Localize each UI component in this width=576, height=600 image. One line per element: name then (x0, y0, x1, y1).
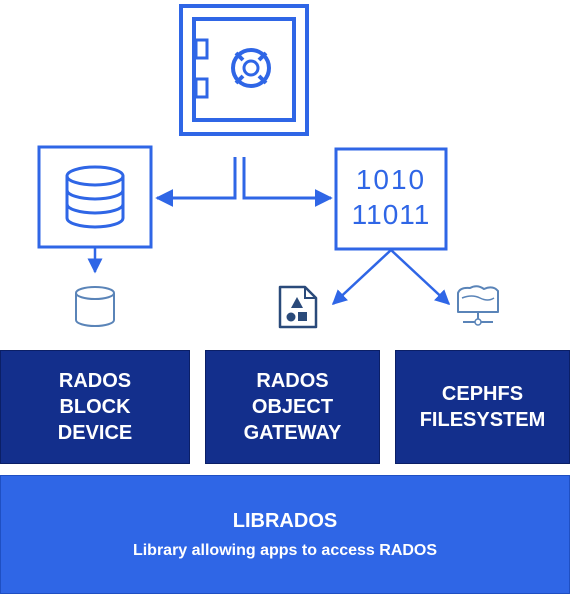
cephfs-filesystem-box: CEPHFS FILESYSTEM (395, 350, 570, 464)
cephfs-line-1: CEPHFS (441, 383, 524, 405)
cephfs-line-2: FILESYSTEM (419, 409, 546, 431)
safe-vault-icon (179, 4, 309, 136)
database-stack-icon (37, 145, 153, 249)
vault-connectors (155, 157, 333, 207)
librados-title: LIBRADOS (232, 509, 338, 532)
object-gateway-line-2: OBJECT (251, 396, 334, 418)
block-device-line-3: DEVICE (57, 422, 133, 444)
binary-line-2: 11011 (352, 199, 431, 230)
network-cloud-drive-icon (457, 285, 499, 326)
disk-cylinder-icon (75, 286, 115, 327)
object-gateway-line-3: GATEWAY (243, 422, 342, 444)
block-device-line-1: RADOS (58, 370, 132, 392)
rados-block-device-box: RADOS BLOCK DEVICE (0, 350, 190, 464)
binary-line-1: 1010 (356, 164, 426, 195)
block-device-line-2: BLOCK (59, 396, 131, 418)
rados-object-gateway-box: RADOS OBJECT GATEWAY (205, 350, 380, 464)
downward-arrows (87, 248, 451, 306)
librados-subtitle: Library allowing apps to access RADOS (132, 541, 438, 559)
librados-box: LIBRADOS Library allowing apps to access… (0, 475, 570, 594)
shapes-document-icon (278, 285, 318, 329)
binary-data-icon: 1010 11011 (334, 147, 448, 251)
object-gateway-line-1: RADOS (256, 370, 329, 392)
